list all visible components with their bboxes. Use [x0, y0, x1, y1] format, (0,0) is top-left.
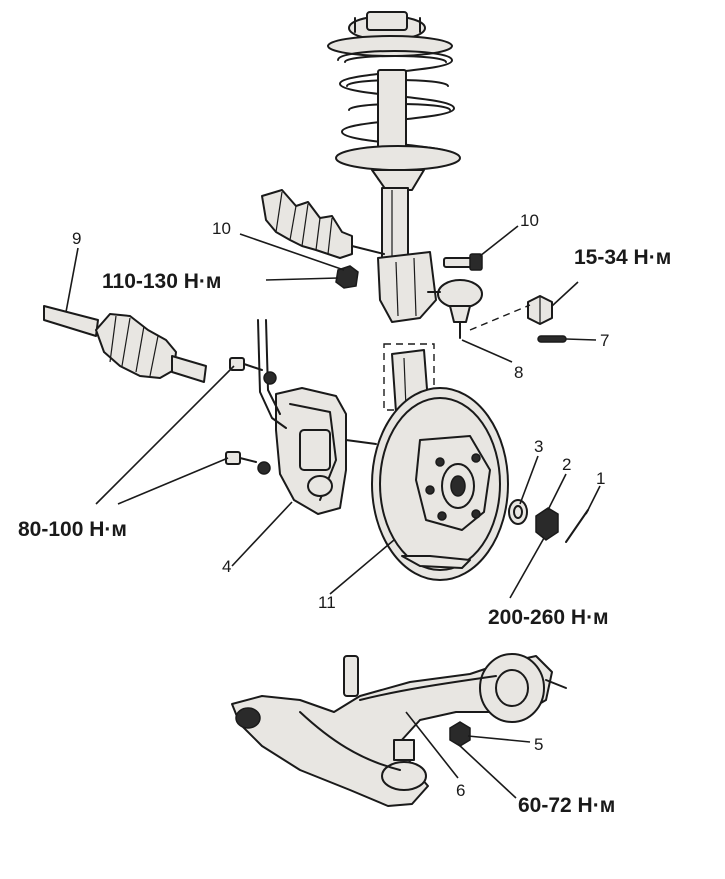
torque-label-15-34: 15-34 Н·м [574, 246, 671, 269]
part-label-9: 9 [72, 229, 81, 248]
torque-label-110-130: 110-130 Н·м [102, 270, 221, 293]
lower-control-arm [231, 653, 567, 807]
caliper-bolt-icon [225, 451, 271, 475]
drive-shaft [43, 305, 207, 383]
torque-label-200-260: 200-260 Н·м [488, 606, 609, 629]
brake-disc [371, 387, 509, 581]
castle-nut-icon [527, 295, 553, 325]
brake-caliper [275, 387, 377, 515]
nut-icon [335, 265, 359, 289]
part-label-11: 11 [318, 593, 336, 612]
caliper-bolt-icon [229, 357, 277, 385]
steering-boot [261, 189, 385, 259]
part-label-5: 5 [534, 735, 543, 754]
part-label-7: 7 [600, 331, 609, 350]
washer-icon [508, 499, 528, 525]
torque-label-60-72: 60-72 Н·м [518, 794, 615, 817]
part-label-6: 6 [456, 781, 465, 800]
brake-hose [257, 319, 287, 429]
hub-nut-icon [535, 507, 559, 541]
part-label-3: 3 [534, 437, 543, 456]
torque-label-80-100: 80-100 Н·м [18, 518, 127, 541]
part-label-8: 8 [514, 363, 523, 382]
strut-assembly [327, 11, 461, 323]
part-label-2: 2 [562, 455, 571, 474]
part-label-10-right: 10 [520, 211, 539, 230]
part-label-4: 4 [222, 557, 231, 576]
nut-icon [449, 721, 471, 747]
part-label-10-left: 10 [212, 219, 231, 238]
leader-lines [65, 225, 601, 799]
bolt-icon [443, 253, 483, 271]
part-label-1: 1 [596, 469, 605, 488]
cotter-pin-icon [565, 509, 589, 543]
tie-rod-end [427, 279, 483, 339]
cotter-pin-icon [537, 335, 567, 343]
